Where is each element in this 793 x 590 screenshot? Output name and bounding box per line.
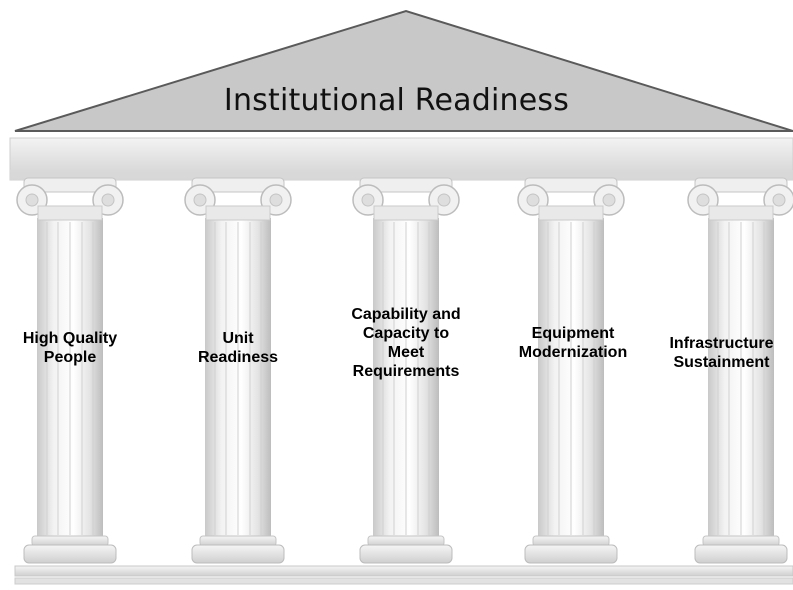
pillar-3-label-line-1: Capability and [351, 306, 461, 323]
roof-pediment [14, 9, 793, 132]
pillar-1-label: High Quality People [0, 329, 150, 367]
pillar-3-label-line-3: Meet [387, 344, 425, 361]
pillar-3-label-line-4: Requirements [352, 363, 460, 380]
pillar-3-label-line-2: Capacity to [362, 325, 450, 342]
pillar-2-column [184, 177, 292, 564]
pillar-2-label: Unit Readiness [158, 329, 318, 367]
pillar-5-column [687, 177, 793, 564]
pillar-4-label-line-1: Equipment [531, 325, 615, 342]
pillar-1-label-line-1: High Quality [22, 330, 118, 347]
pillar-2-label-line-2: Readiness [197, 349, 279, 366]
pillar-4-label-line-2: Modernization [518, 344, 628, 361]
roof-title: Institutional Readiness [223, 83, 570, 118]
pillar-4-column [517, 177, 625, 564]
pillar-1-column [16, 177, 124, 564]
floor-step [14, 565, 793, 577]
pillar-4-label: Equipment Modernization [493, 324, 653, 362]
pillar-5-label-line-2: Sustainment [673, 354, 770, 371]
pillar-1-label-line-2: People [43, 349, 97, 366]
pillar-3-column [352, 177, 460, 564]
pillar-2-label-line-1: Unit [222, 330, 254, 347]
pillar-3-label: Capability and Capacity to Meet Requirem… [326, 305, 486, 381]
pillar-5-label: Infrastructure Sustainment [650, 334, 793, 372]
pillar-5-label-line-1: Infrastructure [669, 335, 774, 352]
